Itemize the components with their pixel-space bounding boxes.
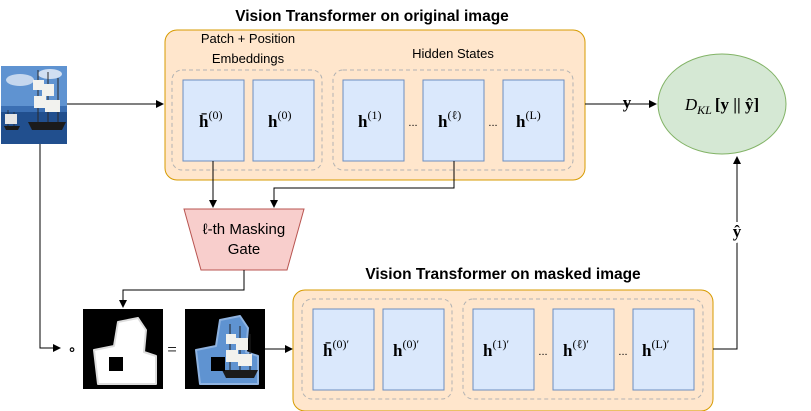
bottom-hbar0-box [312, 308, 375, 391]
top-dots-1: ... [408, 117, 417, 129]
embed-label-line2: Embeddings [212, 51, 285, 66]
input-image [1, 66, 67, 144]
mask-image [83, 309, 163, 389]
arrow-gate-to-mask [119, 270, 245, 308]
yhat-label: ŷ [733, 222, 742, 241]
top-hbar0-box [182, 79, 245, 162]
top-hl-box [422, 79, 485, 162]
arrow-bottom-to-kl [713, 156, 741, 350]
compose-symbol: ∘ [68, 340, 76, 359]
top-dots-2: ... [488, 117, 497, 129]
bottom-dots-1: ... [538, 346, 547, 358]
kl-divergence-label: DKL[y || ŷ] [684, 95, 759, 117]
top-h0-label: h(0) [268, 108, 291, 131]
top-hbar0-label: h̄(0) [199, 108, 222, 131]
arrow-hl-to-gate [270, 161, 455, 208]
top-h1-label: h(1) [358, 108, 381, 131]
top-h0-box [252, 79, 315, 162]
bottom-h1-label: h(1)′ [483, 337, 509, 360]
bottom-title: Vision Transformer on masked image [365, 266, 641, 283]
masking-gate [183, 208, 305, 271]
top-hl-label: h(ℓ) [438, 108, 461, 131]
masked-image [185, 309, 265, 389]
bottom-hl-label: h(ℓ)′ [563, 337, 589, 360]
arrow-image-to-compose [39, 144, 61, 352]
bottom-hL-box [632, 308, 695, 391]
masking-gate-label-line1: ℓ-th Masking [203, 221, 285, 238]
y-label: y [623, 93, 632, 112]
equals-symbol: = [167, 340, 177, 359]
bottom-hl-box [552, 308, 615, 391]
bottom-dots-2: ... [618, 346, 627, 358]
top-h1-box [342, 79, 405, 162]
masking-gate-label-line2: Gate [228, 241, 261, 258]
bottom-hbar0-label: h̄(0)′ [323, 337, 349, 360]
bottom-h0-label: h(0)′ [393, 337, 419, 360]
top-hL-label: h(L) [516, 108, 541, 131]
bottom-h1-box [472, 308, 535, 391]
bottom-hL-label: h(L)′ [642, 337, 670, 360]
top-hL-box [502, 79, 565, 162]
top-title: Vision Transformer on original image [235, 8, 509, 25]
embed-label-line1: Patch + Position [201, 31, 295, 46]
hidden-states-label: Hidden States [412, 46, 494, 61]
kl-divergence-node [657, 53, 787, 155]
bottom-h0-box [382, 308, 445, 391]
